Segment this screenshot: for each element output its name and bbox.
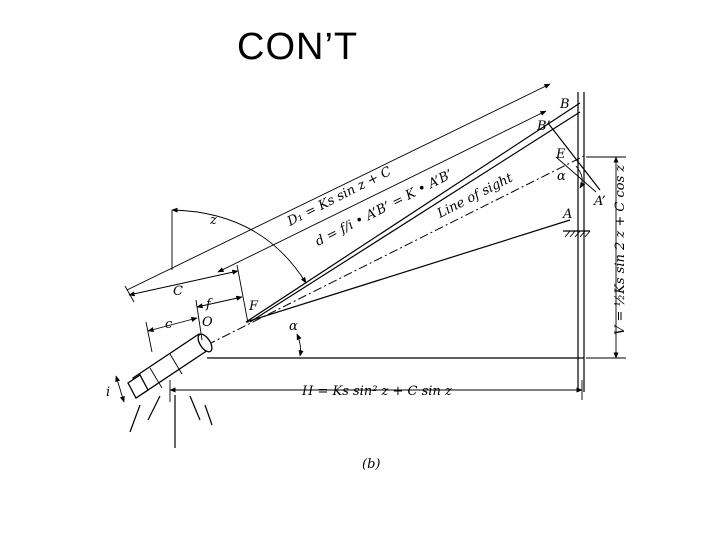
- h-dimension: [169, 380, 583, 402]
- label-c-upper: C: [173, 284, 183, 299]
- label-b: B: [559, 97, 570, 112]
- label-a-prime: A’: [593, 194, 606, 209]
- label-f: f: [205, 297, 213, 312]
- label-c-lower: c: [165, 317, 173, 332]
- alpha-arc-top: [575, 165, 586, 189]
- label-z: z: [209, 213, 217, 228]
- zenith-angle-arc: [171, 207, 307, 284]
- i-dimension: [115, 375, 125, 403]
- leveling-rod: [577, 92, 585, 392]
- label-o: O: [202, 315, 213, 330]
- c-upper-dimension: [128, 264, 249, 324]
- label-b-prime: B’: [536, 119, 551, 134]
- c-f-dimensions: [145, 295, 243, 353]
- sight-rays: [206, 102, 587, 346]
- label-i: i: [106, 385, 110, 400]
- label-v-formula: V = ½Ks sin 2 z + C cos z: [613, 165, 628, 335]
- alpha-arc-bottom: [296, 333, 304, 357]
- label-e: E: [555, 147, 566, 162]
- telescope: [127, 333, 213, 399]
- perpendicular-a-prime-b-prime: [547, 122, 601, 191]
- label-h-formula: H = Ks sin² z + C sin z: [301, 384, 452, 399]
- figure-caption: (b): [362, 457, 380, 472]
- v-dimension: [586, 156, 626, 359]
- slide-title: CON’T: [237, 26, 359, 68]
- label-alpha-bottom: α: [289, 319, 298, 334]
- label-a: A: [562, 207, 572, 222]
- label-f-focus: F: [248, 299, 259, 314]
- ground-hatch: [563, 230, 591, 238]
- tripod: [129, 395, 213, 448]
- label-alpha-top: α: [557, 169, 566, 184]
